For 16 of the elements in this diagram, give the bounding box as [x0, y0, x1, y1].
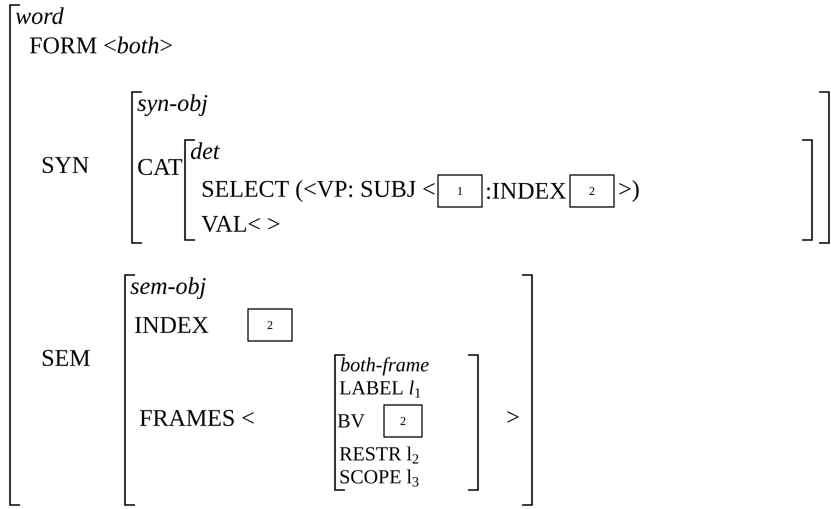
- feature-name: INDEX: [135, 317, 208, 333]
- feature-name: FRAMES <: [140, 410, 254, 426]
- feature-name: :INDEX: [487, 182, 566, 200]
- feature-value: SELECT (<VP: SUBJ <: [202, 180, 434, 202]
- feature-name: SEM: [42, 350, 90, 366]
- tag-box: 1: [437, 174, 483, 208]
- feature-label: SCOPE l$_{3}$: [340, 469, 418, 487]
- tag-box: 2: [383, 404, 423, 438]
- feature-name: BV: [338, 414, 365, 428]
- feature-name: SYN: [42, 156, 89, 174]
- tag-box: 2: [247, 308, 293, 342]
- feature-label: FORM <both>: [30, 36, 172, 54]
- tag-box: 2: [569, 174, 615, 208]
- feature-name: CAT: [138, 158, 182, 176]
- angle-bracket: >: [507, 411, 519, 423]
- feature-label: VAL< >: [201, 216, 280, 232]
